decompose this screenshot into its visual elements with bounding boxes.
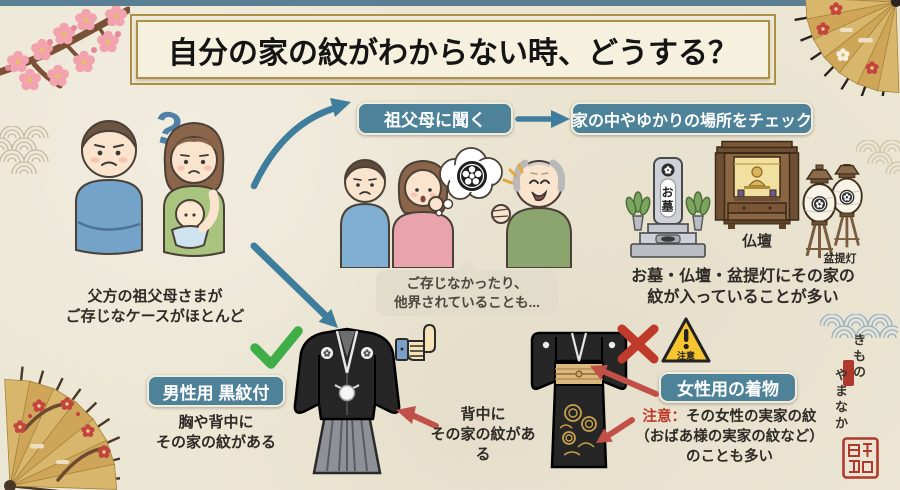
baby-face: [175, 199, 205, 229]
back-note-line2: その家の紋がある: [430, 426, 536, 463]
chest-crest-right: [361, 347, 373, 359]
young-woman: [392, 159, 454, 268]
bubble-line2: 他界されていることも...: [394, 295, 540, 310]
speech-bubble-tail: [454, 259, 476, 273]
asking-grandfather-illustration: [340, 147, 572, 268]
lantern-label: 盆提灯: [823, 253, 857, 265]
top-accent-strip: [0, 0, 900, 6]
female-note-line3: のことも多い: [686, 449, 773, 465]
female-kimono-note: 注意：その女性の実家の紋 （おばあ様の実家の紋など） のことも多い: [612, 407, 847, 467]
brand-seal: [842, 437, 879, 479]
grandfather-figure: [491, 159, 572, 268]
skirt-gold-crests: [559, 404, 597, 456]
female-note-prefix: 注意：: [642, 409, 687, 425]
male-back-note: 背中に その家の紋がある: [424, 405, 542, 465]
male-caption-line2: その家の紋がある: [155, 434, 276, 451]
places-caption-line2: 紋が入っていることが多い: [647, 289, 839, 306]
folding-fan-top-right: [793, 0, 900, 96]
male-kimono-illustration: [293, 327, 401, 475]
brand-name-line1: きもの: [851, 333, 866, 381]
arrow-to-obi: [590, 365, 659, 397]
couple-caption-line1: 父方の祖父母さまが: [87, 288, 223, 305]
couple-caption-line2: ご存じなケースがほとんど: [65, 308, 245, 325]
check-icon: [250, 326, 303, 369]
wave-pattern-left: [0, 126, 49, 175]
thought-bubble-crest: [435, 147, 503, 217]
butsudan-illustration: [714, 140, 800, 229]
arrow-to-skirt-crest: [596, 417, 635, 443]
couple-caption: 父方の祖父母さまが ご存じなケースがほとんど: [30, 287, 280, 327]
butsudan-label: 仏壇: [741, 233, 772, 250]
mother-figure: [163, 121, 225, 257]
buddha-figure: [751, 166, 763, 178]
warning-badge-text: 注意: [677, 350, 695, 361]
arrow-to-ask-grandparents: [250, 98, 351, 190]
folding-fan-bottom-left: [4, 366, 120, 490]
female-note-text1: その女性の実家の紋: [686, 409, 817, 425]
back-note-line1: 背中に: [460, 406, 506, 423]
male-caption-line1: 胸や背中に: [178, 414, 254, 431]
bon-lantern-front: [802, 164, 837, 258]
couple-with-baby-illustration: ?: [75, 99, 225, 257]
places-caption-line1: お墓・仏壇・盆提灯にその家の: [631, 268, 855, 285]
arrow-between-steps: [515, 110, 570, 128]
step-ask-grandparents: 祖父母に聞く: [357, 102, 513, 135]
grave-crest-icon: [661, 163, 675, 177]
chest-crest-left: [321, 347, 333, 359]
shoulder-crest-left: [542, 341, 550, 349]
plum-blossom-branch: [0, 6, 130, 91]
title-box-inner: 自分の家の紋がわからない時、どうする？: [136, 20, 770, 79]
page-title: 自分の家の紋がわからない時、どうする？: [168, 36, 738, 70]
female-kimono-tag: 女性用の着物: [659, 372, 797, 403]
speech-bubble: ご存じなかったり、 他界されていることも...: [376, 270, 558, 316]
step-check-places: 家の中やゆかりの場所をチェック: [571, 102, 813, 135]
thumbs-up-icon: [395, 324, 436, 361]
brand-name-line2: やまなか: [833, 368, 848, 432]
bon-lantern-illustration: [802, 164, 863, 258]
places-caption: お墓・仏壇・盆提灯にその家の 紋が入っていることが多い: [598, 266, 888, 308]
male-kimono-tag: 男性用 黒紋付: [147, 375, 285, 407]
bubble-line1: ご存じなかったり、: [406, 276, 528, 291]
brand-stamp: [843, 360, 854, 386]
title-box: 自分の家の紋がわからない時、どうする？: [130, 14, 776, 85]
shoulder-crest-right: [608, 341, 616, 349]
arrow-to-male-back: [396, 406, 439, 429]
grave-label: お墓: [660, 186, 674, 214]
bon-lantern-back: [831, 164, 863, 248]
male-kimono-caption: 胸や背中に その家の紋がある: [132, 413, 300, 453]
female-note-line2: （おばあ様の実家の紋など）: [635, 429, 824, 445]
arrow-to-kimono-section: [250, 242, 338, 328]
warning-icon: 注意: [661, 317, 711, 363]
cross-icon: [617, 324, 659, 364]
grave-illustration: [625, 157, 711, 258]
haori-himo: [338, 384, 356, 402]
young-man: [340, 159, 390, 268]
father-figure: [75, 120, 143, 255]
grave-plants: [625, 191, 711, 231]
female-note-line1: 注意：その女性の実家の紋: [612, 407, 847, 427]
